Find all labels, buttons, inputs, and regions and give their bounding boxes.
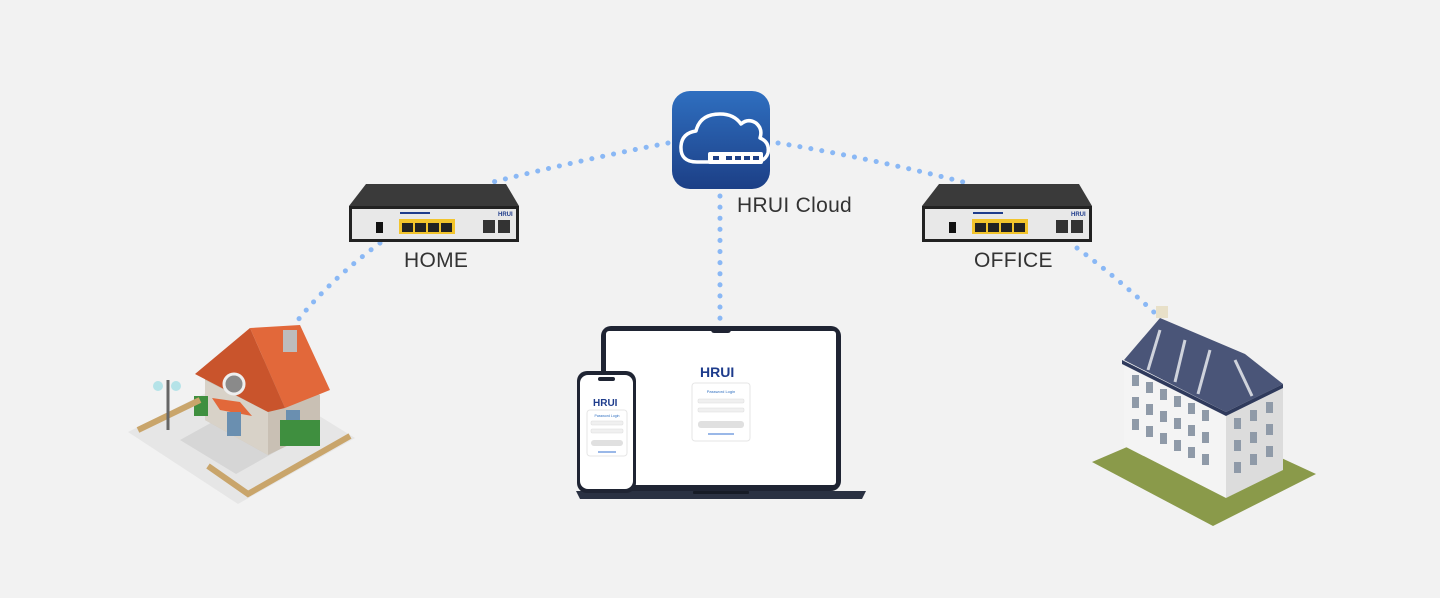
network-switch-office: HRUI bbox=[922, 184, 1092, 242]
laptop: HRUI Password Login bbox=[576, 326, 866, 499]
network-switch-home: HRUI bbox=[349, 184, 519, 242]
link-cloud-home bbox=[490, 140, 671, 185]
connection-links bbox=[295, 140, 1161, 323]
link-office-switch-building bbox=[1074, 245, 1161, 319]
phone-login-title: Password Login bbox=[595, 414, 620, 418]
cloud-switch-icon bbox=[672, 91, 771, 189]
office-building bbox=[1092, 306, 1316, 526]
house bbox=[128, 325, 355, 504]
switch-badge-home: HRUI bbox=[498, 212, 513, 218]
switch-badge-office: HRUI bbox=[1071, 212, 1086, 218]
office-label: OFFICE bbox=[974, 249, 1053, 272]
laptop-logo: HRUI bbox=[700, 364, 734, 380]
phone-logo: HRUI bbox=[593, 398, 618, 409]
laptop-login-title: Password Login bbox=[707, 389, 735, 394]
smartphone: HRUI Password Login bbox=[577, 371, 636, 493]
cloud-label: HRUI Cloud bbox=[737, 194, 853, 217]
home-label: HOME bbox=[404, 249, 469, 272]
link-cloud-office bbox=[775, 140, 966, 185]
link-home-switch-house bbox=[295, 240, 383, 323]
